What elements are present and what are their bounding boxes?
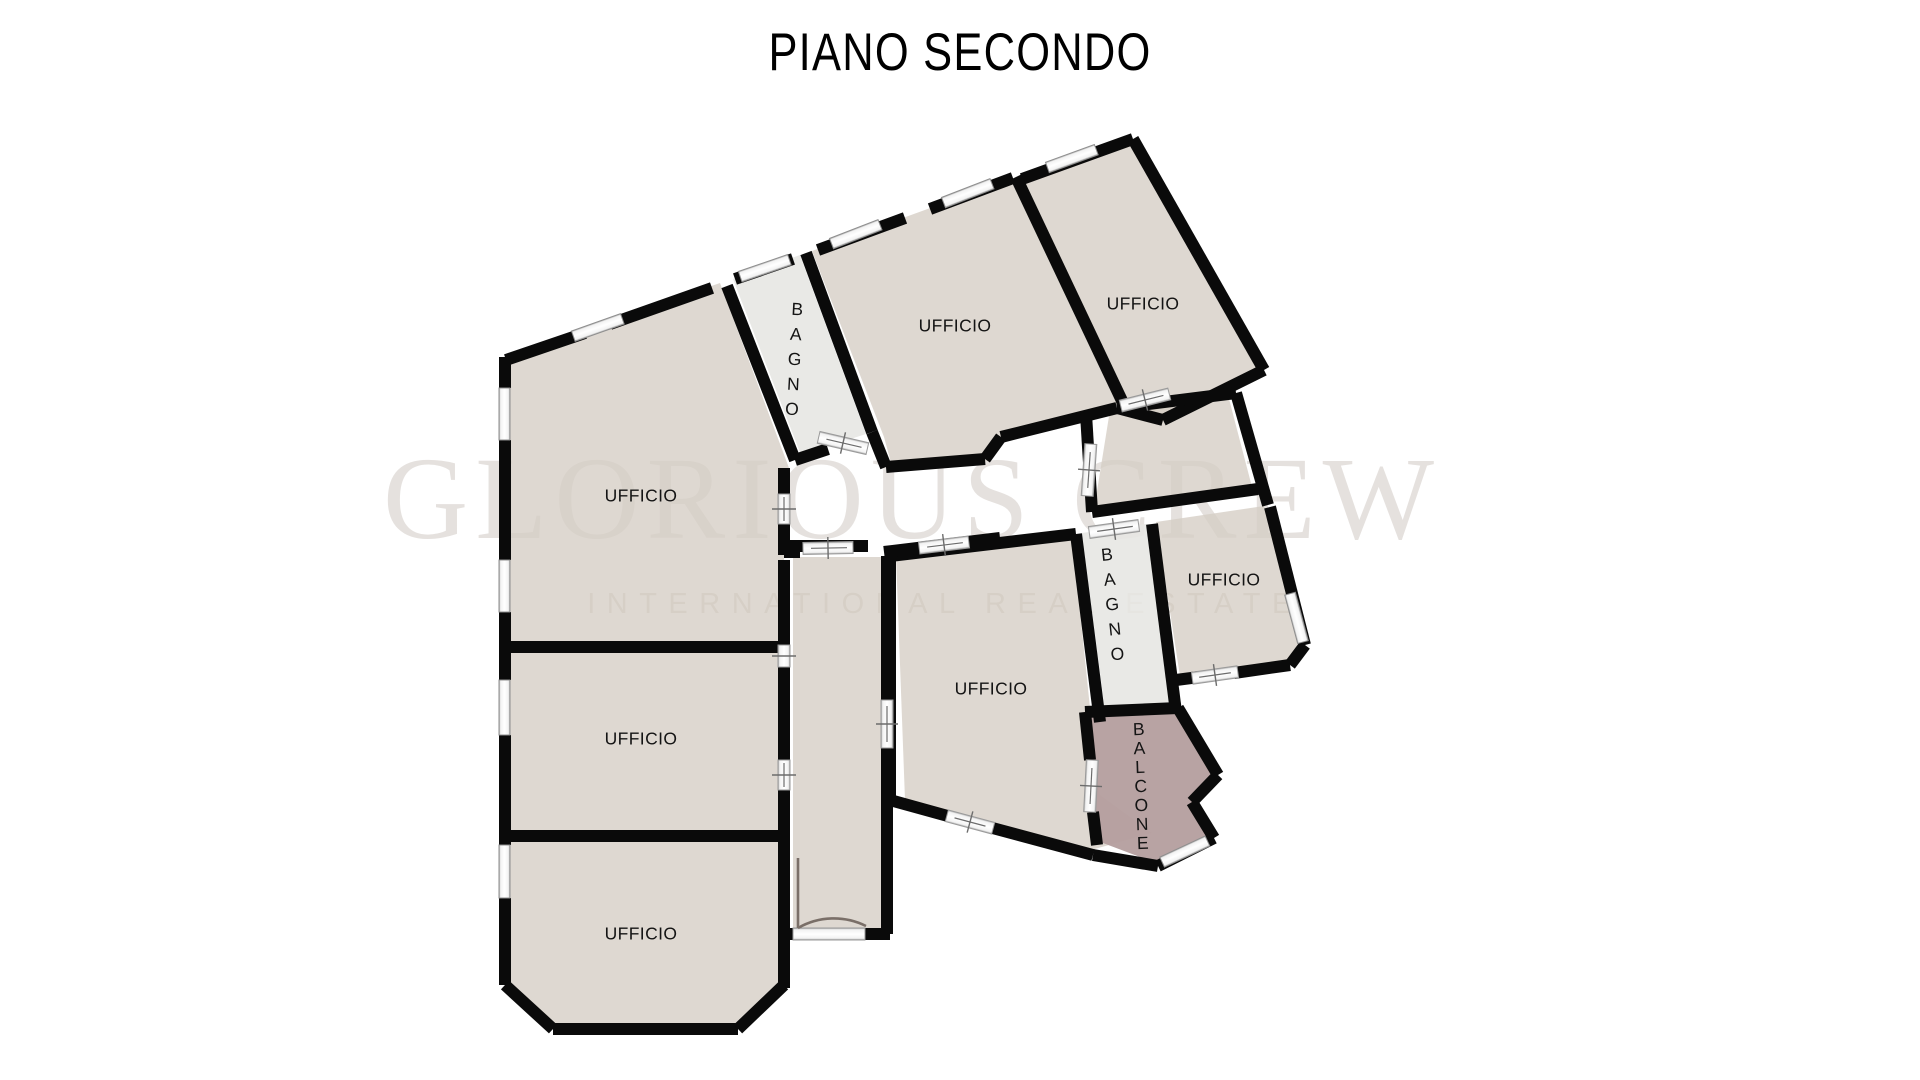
- room-fill-ufficio-nord-est: [1022, 139, 1262, 421]
- balcone-letter-3: C: [1134, 776, 1148, 796]
- room-label-ufficio-ovest-alto: UFFICIO: [605, 486, 678, 506]
- window-west-4: [498, 844, 511, 899]
- window-ne-top: [1044, 143, 1099, 174]
- balcone-letter-5: N: [1135, 814, 1149, 834]
- room-label-balcone: B A L C O N E: [1133, 719, 1150, 853]
- bagno-est-letter-1: A: [1103, 569, 1117, 590]
- wall-balcone-left-a: [1079, 711, 1096, 761]
- room-label-ufficio-ovest-medio: UFFICIO: [605, 729, 678, 749]
- balcone-letter-6: E: [1137, 833, 1150, 853]
- window-est-piccolo-right: [1284, 591, 1309, 645]
- wall-sw-chamfer: [500, 980, 558, 1034]
- wall-nordcentro-bottom-a: [866, 429, 892, 470]
- wall-est-centro-bottom-b: [983, 820, 1095, 861]
- window-west-2: [498, 559, 511, 613]
- wall-balcone-top: [1084, 702, 1179, 718]
- room-label-ufficio-est-piccolo: UFFICIO: [1188, 570, 1261, 590]
- wall-bagno-nord-left: [721, 283, 801, 463]
- room-fill-corridoio: [793, 557, 883, 930]
- wall-est-centro-bottom-a: [888, 794, 957, 824]
- room-fill-bagno-est: [1082, 524, 1170, 719]
- room-fill-ufficio-ovest-medio: [505, 653, 783, 830]
- wall-balcone-right-c: [1186, 798, 1220, 842]
- room-label-bagno-nord: B A G N O: [785, 299, 804, 420]
- room-fill-ufficio-est-piccolo: [1156, 506, 1300, 676]
- window-north-2: [828, 218, 883, 250]
- door-bagno-est: [1087, 518, 1141, 540]
- wall-bagno-est-right: [1146, 523, 1182, 713]
- bagno-nord-letter-1: A: [790, 324, 803, 345]
- wall-bagno-est-left: [1070, 533, 1106, 723]
- wall-est-strip-bottom: [1091, 483, 1259, 518]
- wall-est-piccolo-bottom-a: [1285, 641, 1310, 669]
- door-bagno-nord: [816, 430, 870, 456]
- door-westblock-1: [772, 759, 796, 791]
- wall-est-centro-bottom-c: [1091, 849, 1160, 872]
- room-fill-balcone: [1090, 712, 1213, 863]
- wall-ufficio-nord-centro-right: [1010, 174, 1130, 408]
- wall-est-piccolo-bottom-b: [1233, 659, 1291, 679]
- room-labels: UFFICIO UFFICIO B A G N O UFFICIO UFFICI…: [605, 294, 1261, 944]
- room-fill-ufficio-ovest-alto: [505, 283, 789, 642]
- wall-bagno-nord-bottom-a: [793, 443, 830, 466]
- windows: [498, 143, 1309, 941]
- door-est-piccolo: [1190, 664, 1240, 686]
- bagno-nord-letter-2: G: [787, 349, 802, 370]
- page-title: PIANO SECONDO: [768, 23, 1152, 82]
- door-corridor-east: [917, 533, 971, 557]
- window-se-balcone: [1159, 835, 1211, 868]
- window-west-1: [498, 387, 511, 441]
- room-fills: [505, 139, 1300, 1028]
- window-west-3: [498, 679, 511, 736]
- door-nordcentro: [1118, 387, 1172, 413]
- wall-balcone-right-a: [1172, 704, 1224, 779]
- wall-nordcentro-bottom-c: [999, 402, 1119, 443]
- door-balcone-west: [1079, 759, 1103, 813]
- bagno-est-letter-0: B: [1100, 544, 1114, 565]
- room-fill-ufficio-nord-centro: [812, 178, 1119, 470]
- window-north-4: [570, 313, 625, 343]
- window-north-1: [940, 177, 995, 209]
- door-westblock-2: [772, 493, 796, 525]
- balcone-letter-2: L: [1135, 757, 1146, 777]
- door-connector-left: [1077, 443, 1101, 497]
- bagno-est-letter-3: N: [1107, 618, 1122, 639]
- wall-north-e: [504, 327, 587, 366]
- door-corridor-top-left: [802, 536, 854, 560]
- wall-balcone-right-b: [1187, 770, 1223, 807]
- door-corridor-right: [876, 699, 898, 749]
- wall-se-chamfer: [733, 980, 789, 1034]
- window-north-3: [737, 253, 792, 283]
- room-fill-ufficio-ovest-basso: [505, 841, 783, 1028]
- balcone-letter-1: A: [1133, 738, 1146, 758]
- room-label-ufficio-ovest-basso: UFFICIO: [605, 924, 678, 944]
- room-fill-ufficio-est-superiore: [1094, 395, 1252, 510]
- room-label-ufficio-est-centro: UFFICIO: [955, 679, 1028, 699]
- balcone-letter-0: B: [1133, 719, 1146, 739]
- wall-balcone-left-b: [1087, 811, 1103, 846]
- balcone-letter-4: O: [1134, 795, 1149, 815]
- room-label-ufficio-nord-centro: UFFICIO: [919, 316, 992, 336]
- bagno-nord-letter-3: N: [786, 374, 800, 395]
- wall-north-d: [608, 282, 714, 330]
- room-label-ufficio-nord-est: UFFICIO: [1107, 294, 1180, 314]
- wall-est-strip-right: [1230, 391, 1274, 507]
- wall-bagno-nord-right: [800, 250, 878, 435]
- bagno-nord-letter-4: O: [785, 399, 800, 420]
- wall-nordcentro-step: [885, 453, 986, 473]
- wall-nordcentro-bottom-b: [980, 433, 1006, 463]
- room-label-bagno-est: B A G N O: [1100, 544, 1126, 665]
- door-westblock-3: [772, 644, 796, 668]
- wall-ne-right: [1127, 136, 1270, 373]
- door-corridor-entrance: [792, 858, 867, 941]
- bagno-est-letter-4: O: [1110, 643, 1126, 664]
- door-est-centro-bottom: [944, 809, 996, 835]
- bagno-nord-letter-0: B: [791, 299, 804, 320]
- room-fill-bagno-nord: [733, 255, 866, 455]
- bagno-est-letter-2: G: [1104, 593, 1120, 614]
